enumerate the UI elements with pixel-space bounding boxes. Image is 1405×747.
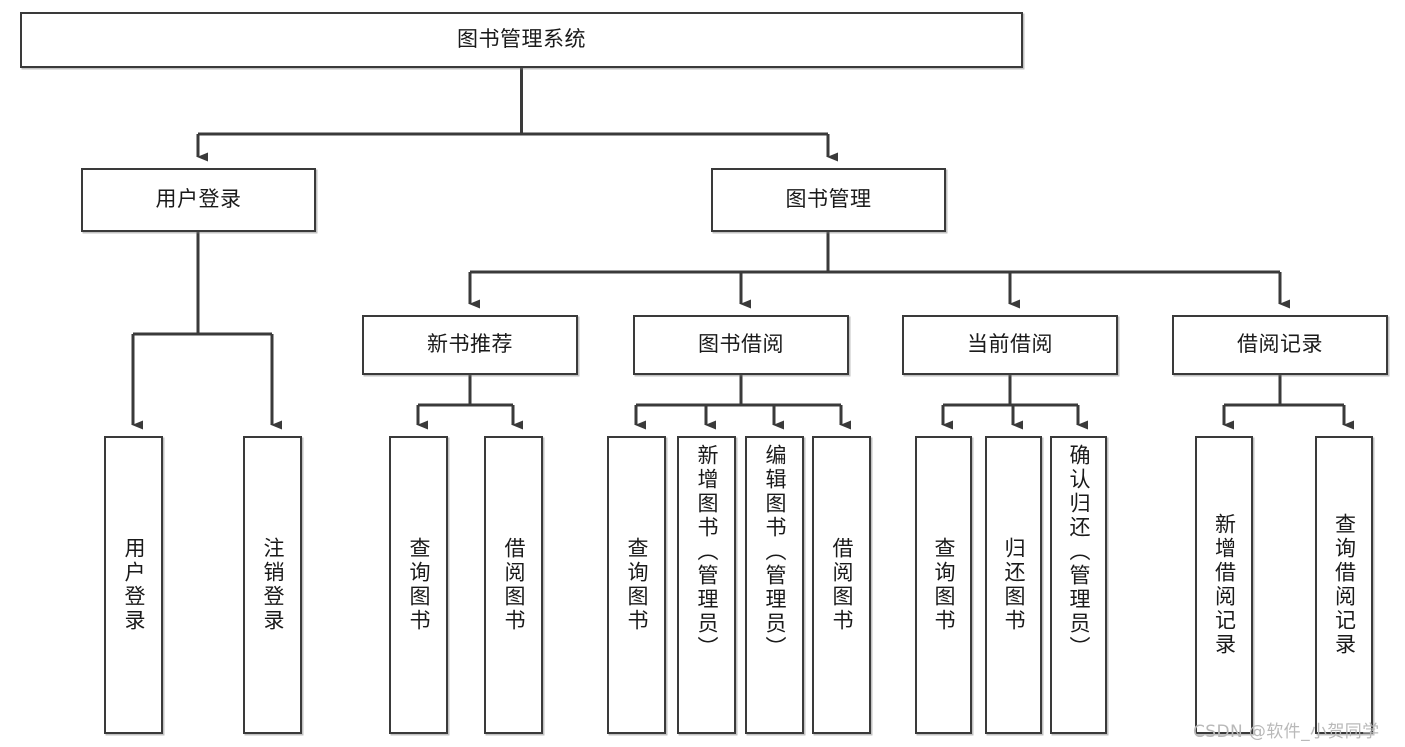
node-leaf-query-record-label: 查询借阅记录: [1332, 513, 1357, 657]
node-book-management[interactable]: 图书管理: [711, 168, 946, 232]
node-leaf-user-login[interactable]: 用户登录: [104, 436, 163, 734]
node-leaf-query-book-2[interactable]: 查询图书: [607, 436, 666, 734]
node-leaf-borrow-book-1-label: 借阅图书: [502, 537, 526, 633]
node-leaf-add-book[interactable]: 新增图书（管理员）: [677, 436, 736, 734]
node-book-borrow-label: 图书借阅: [698, 332, 784, 357]
node-user-login[interactable]: 用户登录: [81, 168, 316, 232]
node-leaf-borrow-book-2[interactable]: 借阅图书: [812, 436, 871, 734]
node-leaf-return-book-label: 归还图书: [1002, 537, 1026, 633]
node-leaf-add-book-label: 新增图书（管理员）: [695, 444, 719, 660]
node-leaf-return-book[interactable]: 归还图书: [985, 436, 1042, 734]
node-borrow-record[interactable]: 借阅记录: [1172, 315, 1388, 375]
node-borrow-record-label: 借阅记录: [1237, 332, 1323, 357]
node-new-book-recommend[interactable]: 新书推荐: [362, 315, 578, 375]
node-current-borrow[interactable]: 当前借阅: [902, 315, 1118, 375]
node-leaf-edit-book-label: 编辑图书（管理员）: [763, 444, 787, 660]
node-leaf-query-book-2-label: 查询图书: [625, 537, 649, 633]
node-book-borrow[interactable]: 图书借阅: [633, 315, 849, 375]
node-current-borrow-label: 当前借阅: [967, 332, 1053, 357]
node-leaf-query-book-3-label: 查询图书: [932, 537, 956, 633]
node-leaf-query-book-1-label: 查询图书: [407, 537, 431, 633]
node-leaf-confirm-return[interactable]: 确认归还（管理员）: [1050, 436, 1107, 734]
node-leaf-user-login-label: 用户登录: [122, 537, 146, 633]
node-root[interactable]: 图书管理系统: [20, 12, 1023, 68]
node-leaf-query-book-1[interactable]: 查询图书: [389, 436, 448, 734]
node-leaf-borrow-book-1[interactable]: 借阅图书: [484, 436, 543, 734]
node-leaf-logout[interactable]: 注销登录: [243, 436, 302, 734]
node-leaf-add-record[interactable]: 新增借阅记录: [1195, 436, 1253, 734]
node-root-label: 图书管理系统: [457, 27, 586, 52]
node-book-management-label: 图书管理: [785, 187, 872, 212]
node-leaf-confirm-return-label: 确认归还（管理员）: [1067, 444, 1091, 660]
node-user-login-label: 用户登录: [155, 187, 242, 212]
node-leaf-query-book-3[interactable]: 查询图书: [915, 436, 972, 734]
node-leaf-borrow-book-2-label: 借阅图书: [830, 537, 854, 633]
node-leaf-edit-book[interactable]: 编辑图书（管理员）: [745, 436, 804, 734]
node-leaf-add-record-label: 新增借阅记录: [1212, 513, 1237, 657]
csdn-watermark: CSDN @软件_小贺同学: [1193, 722, 1380, 742]
node-leaf-logout-label: 注销登录: [261, 537, 285, 633]
node-leaf-query-record[interactable]: 查询借阅记录: [1315, 436, 1373, 734]
node-new-book-recommend-label: 新书推荐: [427, 332, 513, 357]
